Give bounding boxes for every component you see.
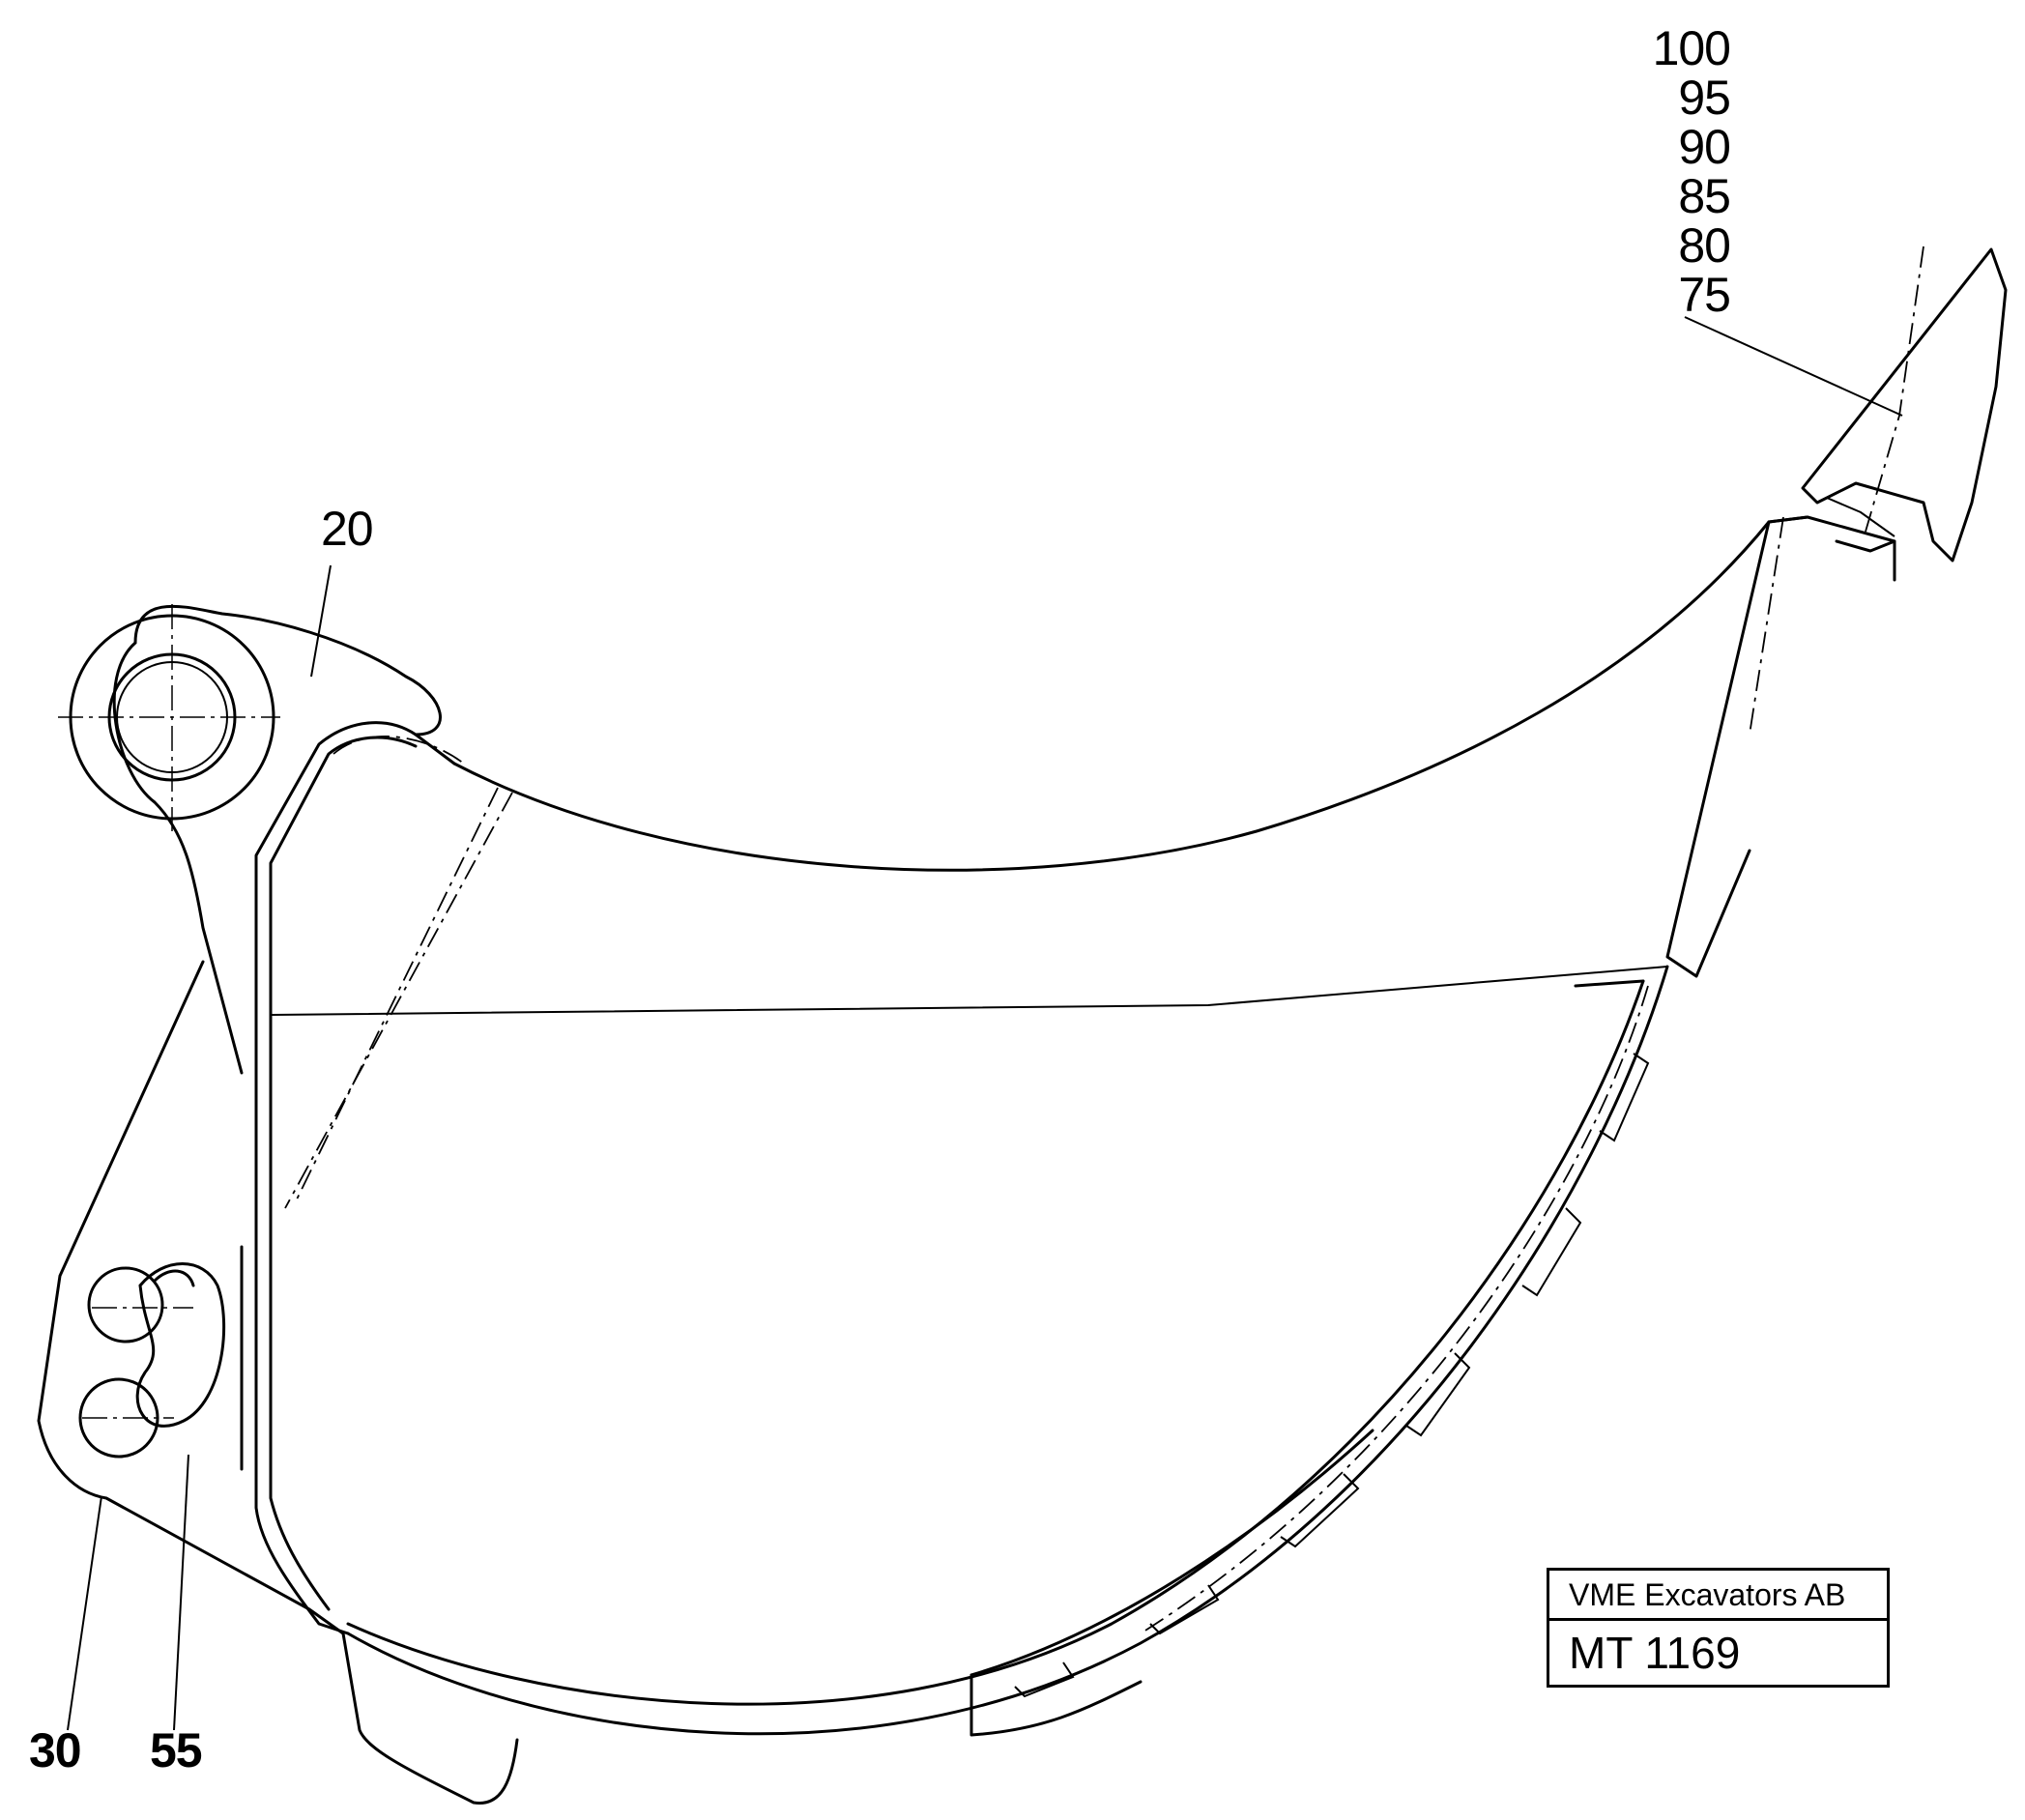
drawing-code: MT 1169 bbox=[1569, 1628, 1741, 1678]
part-label-30: 30 bbox=[29, 1723, 82, 1777]
title-block: VME Excavators AB MT 1169 bbox=[1547, 1568, 1890, 1688]
bucket-body bbox=[254, 515, 1896, 1806]
callout-85: 85 bbox=[1678, 169, 1731, 223]
callout-75: 75 bbox=[1678, 268, 1731, 322]
tooth-part-callouts: 100 95 90 85 80 75 bbox=[1605, 21, 1731, 322]
callout-90: 90 bbox=[1678, 120, 1731, 174]
part-label-55: 55 bbox=[150, 1723, 203, 1777]
callout-100: 100 bbox=[1652, 21, 1731, 75]
upper-mounting-lug bbox=[58, 604, 442, 1075]
callout-95: 95 bbox=[1678, 71, 1731, 125]
bucket-tooth bbox=[1801, 247, 2008, 563]
callout-80: 80 bbox=[1678, 218, 1731, 273]
side-plate bbox=[37, 960, 345, 1635]
company-name: VME Excavators AB bbox=[1549, 1571, 1887, 1621]
part-label-20: 20 bbox=[321, 502, 374, 556]
leader-lines bbox=[67, 316, 1903, 1731]
hidden-lines bbox=[284, 246, 1924, 1634]
